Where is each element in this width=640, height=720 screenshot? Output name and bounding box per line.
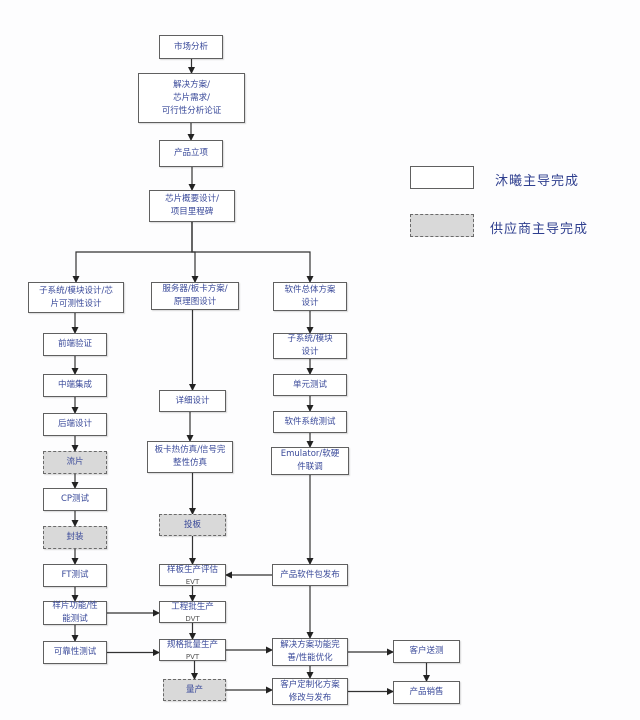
node-customize: 客户定制化方案修改与发布: [272, 678, 348, 705]
node-detail-design: 详细设计: [159, 390, 226, 412]
node-text-line: 可靠性测试: [54, 646, 97, 659]
node-text-line: 量产: [186, 684, 203, 697]
node-reliability: 可靠性测试: [43, 641, 107, 664]
node-solution-opt: 解决方案功能完善/性能优化: [272, 638, 348, 666]
node-server-board: 服务器/板卡方案/原理图设计: [151, 282, 239, 310]
node-text-line: 客户定制化方案: [280, 679, 340, 692]
node-board-sim: 板卡热仿真/信号完整性仿真: [147, 441, 233, 473]
node-text-line: 解决方案功能完: [280, 639, 340, 652]
node-mass: 量产: [163, 679, 226, 701]
node-ft-test: FT测试: [43, 564, 107, 587]
node-phase-label: PVT: [186, 652, 199, 662]
node-text-line: 软件系统测试: [284, 416, 335, 429]
node-text-line: 子系统/模块: [287, 333, 332, 346]
node-text-line: 芯片概要设计/: [165, 193, 219, 206]
node-text-line: 产品立项: [174, 147, 208, 160]
node-text-line: 工程批生产: [171, 601, 214, 614]
node-text-line: 客户送测: [409, 645, 443, 658]
node-approval: 产品立项: [159, 140, 223, 167]
node-text-line: 芯片需求/: [173, 92, 210, 105]
node-pvt: 规格批量生产PVT: [159, 639, 226, 661]
node-packaging: 封装: [43, 526, 107, 549]
node-phase-label: EVT: [186, 577, 200, 587]
node-text-line: 设计: [301, 346, 318, 359]
node-text-line: FT测试: [62, 569, 89, 582]
node-text-line: Emulator/软硬: [281, 448, 340, 461]
node-text-line: 市场分析: [174, 41, 208, 54]
node-chip-func-perf: 样片功能/性能测试: [43, 601, 107, 625]
node-text-line: 片可测性设计: [50, 298, 101, 311]
node-text-line: 投板: [184, 519, 201, 532]
node-text-line: 软件总体方案: [284, 284, 335, 297]
node-text-line: 样板生产评估: [167, 564, 218, 577]
node-text-line: 子系统/模块设计/芯: [39, 285, 113, 298]
node-unit-test: 单元测试: [273, 374, 347, 396]
node-mid-integrate: 中端集成: [43, 374, 107, 397]
node-text-line: 产品销售: [409, 686, 443, 699]
node-sw-subsystem: 子系统/模块设计: [273, 333, 347, 359]
node-text-line: 样片功能/性: [52, 600, 97, 613]
node-text-line: CP测试: [61, 493, 89, 506]
node-text-line: 前端验证: [58, 338, 92, 351]
node-text-line: 能测试: [62, 613, 88, 626]
node-sales: 产品销售: [393, 681, 460, 704]
node-text-line: 设计: [301, 297, 318, 310]
legend-label-supplier: 供应商主导完成: [490, 218, 588, 237]
node-sw-overall: 软件总体方案设计: [273, 282, 347, 311]
node-text-line: 原理图设计: [174, 296, 217, 309]
node-chip-overview: 芯片概要设计/项目里程碑: [149, 190, 235, 222]
edge-chipOverview-to-subsystem: [76, 222, 192, 282]
node-text-line: 封装: [66, 531, 83, 544]
node-text-line: 规格批量生产: [167, 639, 218, 652]
node-text-line: 解决方案/: [173, 79, 210, 92]
node-text-line: 后端设计: [58, 418, 92, 431]
node-phase-label: DVT: [185, 614, 199, 624]
legend-swatch-supplier: [410, 214, 474, 237]
node-tapeout: 流片: [43, 451, 107, 474]
node-text-line: 流片: [66, 456, 83, 469]
node-emulator: Emulator/软硬件联调: [271, 447, 349, 475]
node-text-line: 修改与发布: [289, 692, 332, 705]
node-text-line: 服务器/板卡方案/: [162, 283, 227, 296]
node-text-line: 可行性分析论证: [162, 105, 222, 118]
node-board-make: 投板: [159, 514, 226, 536]
node-front-verify: 前端验证: [43, 333, 107, 356]
node-subsystem: 子系统/模块设计/芯片可测性设计: [28, 282, 124, 313]
node-text-line: 详细设计: [175, 395, 209, 408]
node-text-line: 中端集成: [58, 379, 92, 392]
node-evt: 样板生产评估EVT: [159, 564, 226, 586]
edge-chipOverview-to-swOverall: [192, 222, 310, 282]
node-text-line: 项目里程碑: [171, 206, 214, 219]
legend-swatch-internal: [410, 166, 474, 189]
node-text-line: 板卡热仿真/信号完: [155, 444, 226, 457]
node-sw-sys-test: 软件系统测试: [273, 411, 347, 433]
node-text-line: 善/性能优化: [287, 652, 332, 665]
legend-label-internal: 沐曦主导完成: [495, 170, 579, 189]
node-customer-test: 客户送测: [393, 640, 460, 663]
node-sw-release: 产品软件包发布: [272, 564, 348, 586]
node-market: 市场分析: [159, 35, 223, 59]
node-text-line: 件联调: [297, 461, 323, 474]
node-solution: 解决方案/芯片需求/可行性分析论证: [138, 73, 245, 123]
node-text-line: 整性仿真: [173, 457, 207, 470]
node-text-line: 单元测试: [293, 379, 327, 392]
node-text-line: 产品软件包发布: [280, 569, 340, 582]
node-dvt: 工程批生产DVT: [159, 601, 226, 623]
node-cp-test: CP测试: [43, 488, 107, 511]
node-backend-design: 后端设计: [43, 413, 107, 436]
